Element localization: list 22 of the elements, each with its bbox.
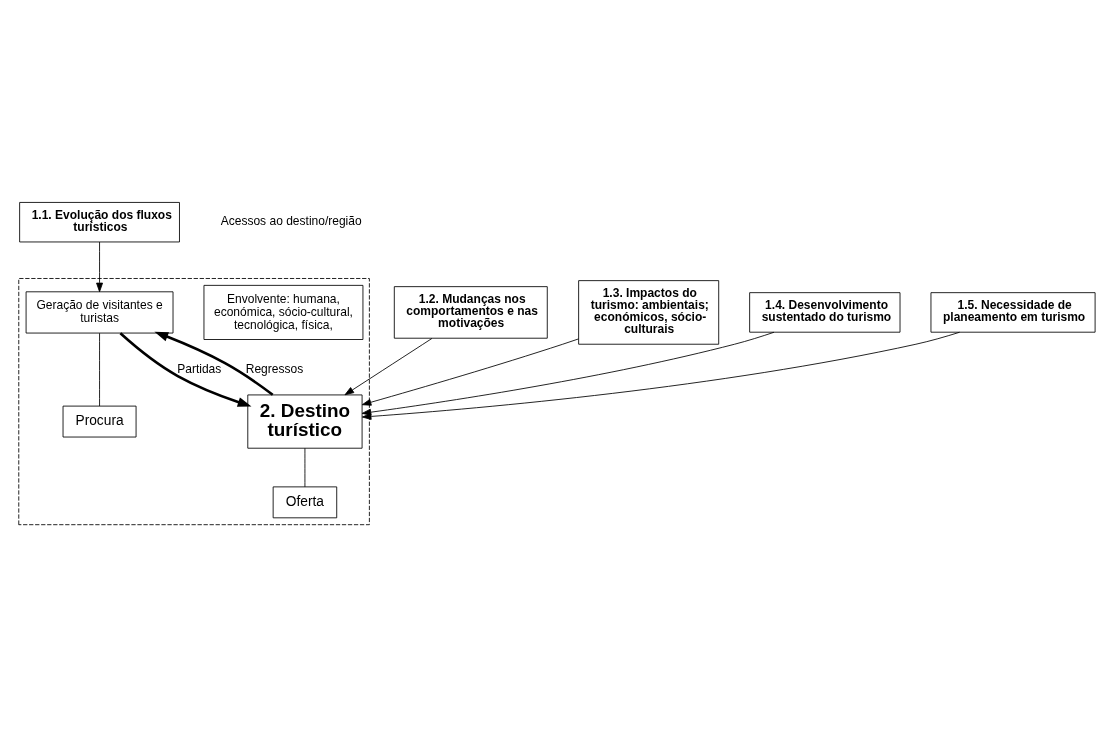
node-box: 2. Destino turístico — [247, 394, 363, 449]
arrow — [361, 338, 579, 406]
arrow — [361, 331, 775, 416]
node-box: Geração de visitantes e turistas — [25, 290, 174, 333]
edge-label: Regressos — [245, 361, 304, 376]
arrow — [119, 331, 252, 407]
arrow — [344, 337, 433, 395]
connector — [99, 332, 100, 406]
node-box: 1.5. Necessidade de planeamento em turismo — [930, 291, 1096, 333]
node-box: Envolvente: humana, económica, sócio-cultural, tecnológica, física, — [203, 284, 364, 340]
edge-label: Partidas — [177, 361, 222, 376]
node-box: 1.3. Impactos do turismo: ambientais; económicos, sócio-culturais — [578, 279, 720, 345]
arrow — [96, 241, 103, 292]
arrow — [154, 331, 274, 396]
connector — [304, 447, 306, 487]
node-box: 1.2. Mudanças nos comportamentos e nas motivações — [393, 285, 548, 339]
node-box: Oferta — [272, 485, 338, 518]
node-box: Procura — [62, 405, 137, 437]
node-box: 1.1. Evolução dos fluxos turísticos — [19, 201, 180, 242]
label: Acessos ao destino/região — [220, 213, 362, 228]
node-box: 1.4. Desenvolvimento sustentado do turismo — [749, 291, 901, 333]
arrow — [361, 331, 960, 420]
